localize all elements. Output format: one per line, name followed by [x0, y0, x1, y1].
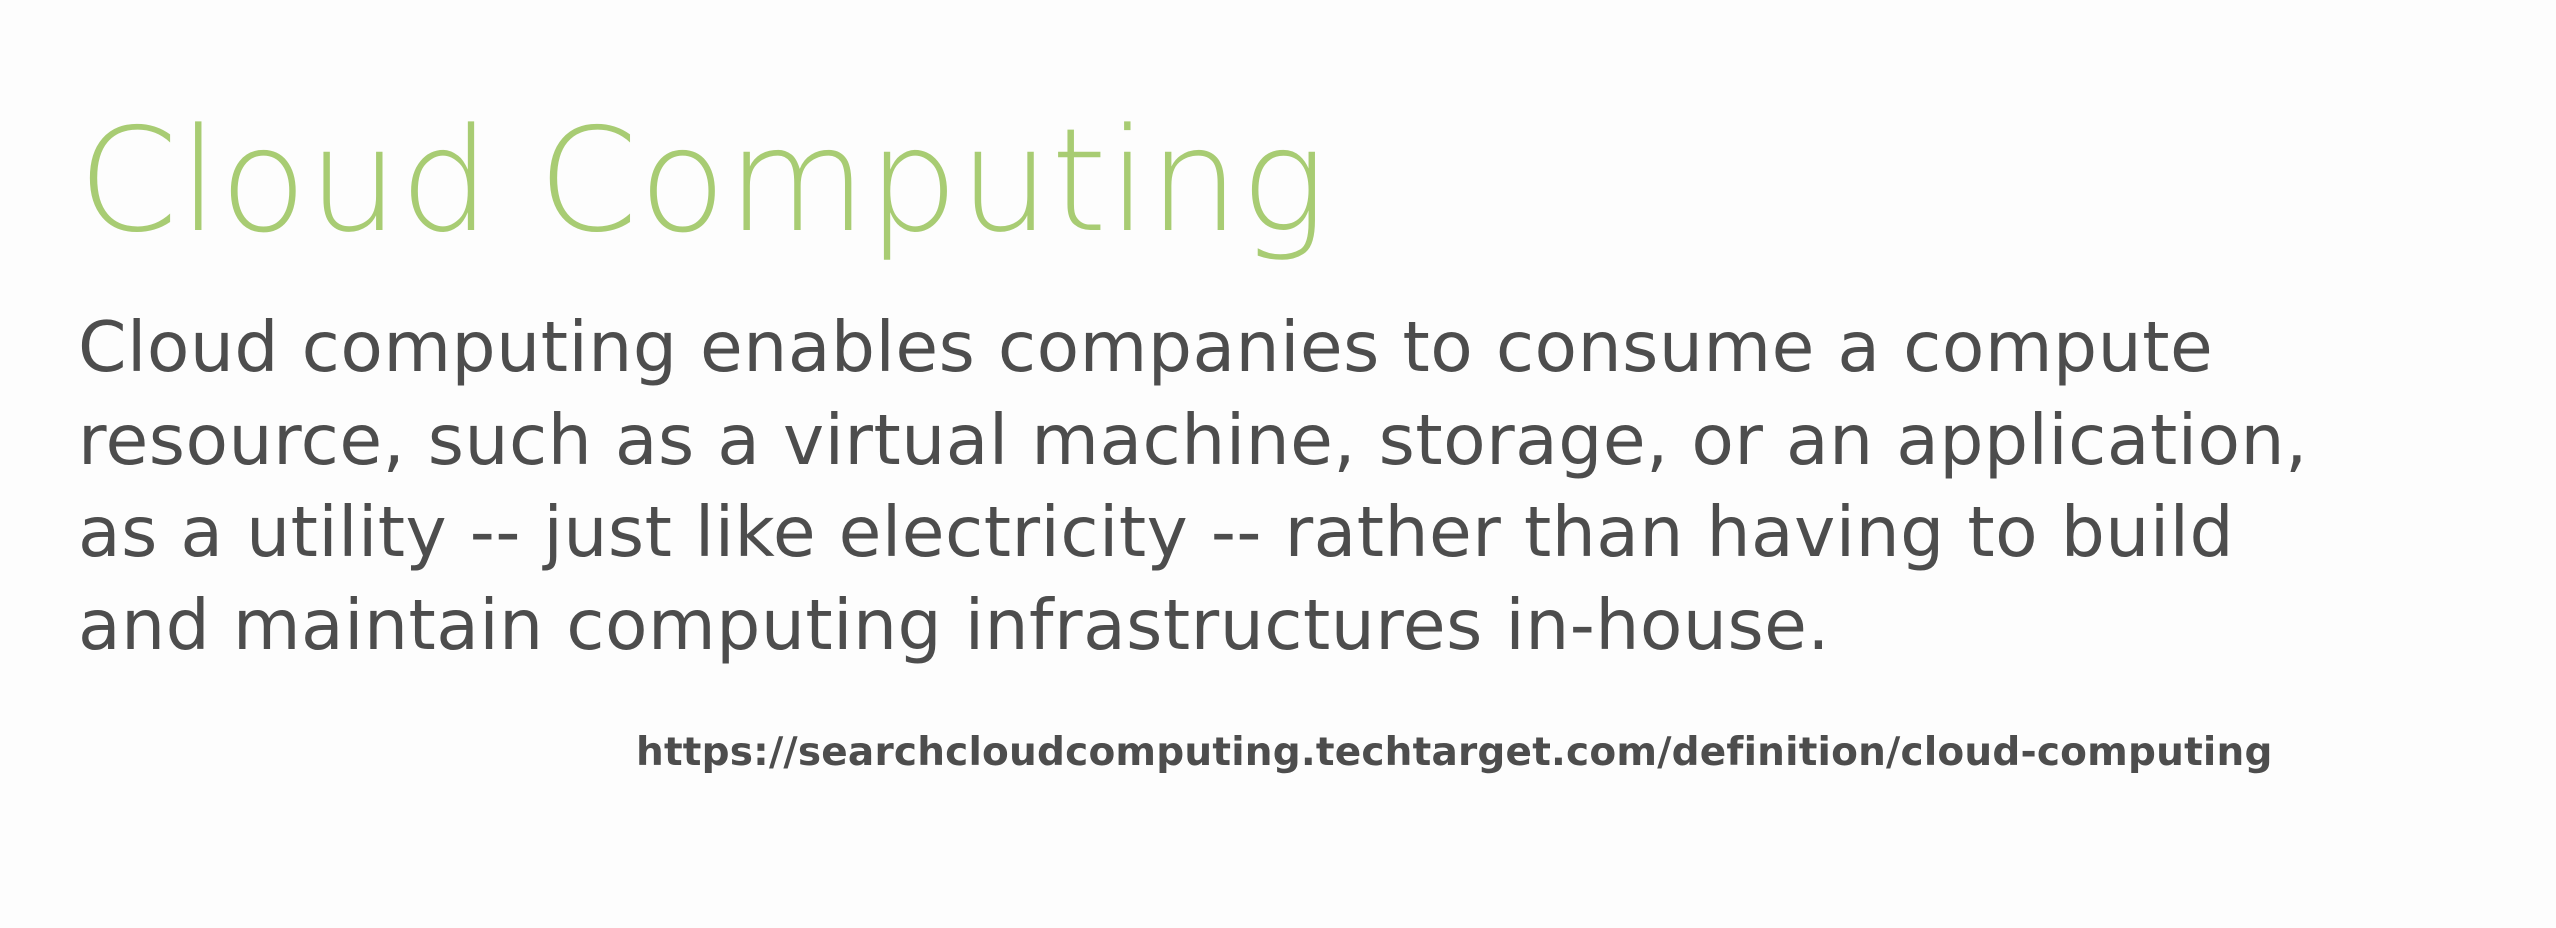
definition-line-2: resource, such as a virtual machine, sto… — [78, 399, 2308, 481]
definition-line-3: as a utility -- just like electricity --… — [78, 492, 2235, 573]
definition-line-4: and maintain computing infrastructures i… — [78, 584, 1830, 666]
source-url: https://searchcloudcomputing.techtarget.… — [636, 730, 2273, 775]
definition-line-1: Cloud computing enables companies to con… — [78, 307, 2214, 388]
slide-title: Cloud Computing — [78, 97, 1328, 264]
definition-paragraph: Cloud computing enables companies to con… — [78, 302, 2556, 672]
